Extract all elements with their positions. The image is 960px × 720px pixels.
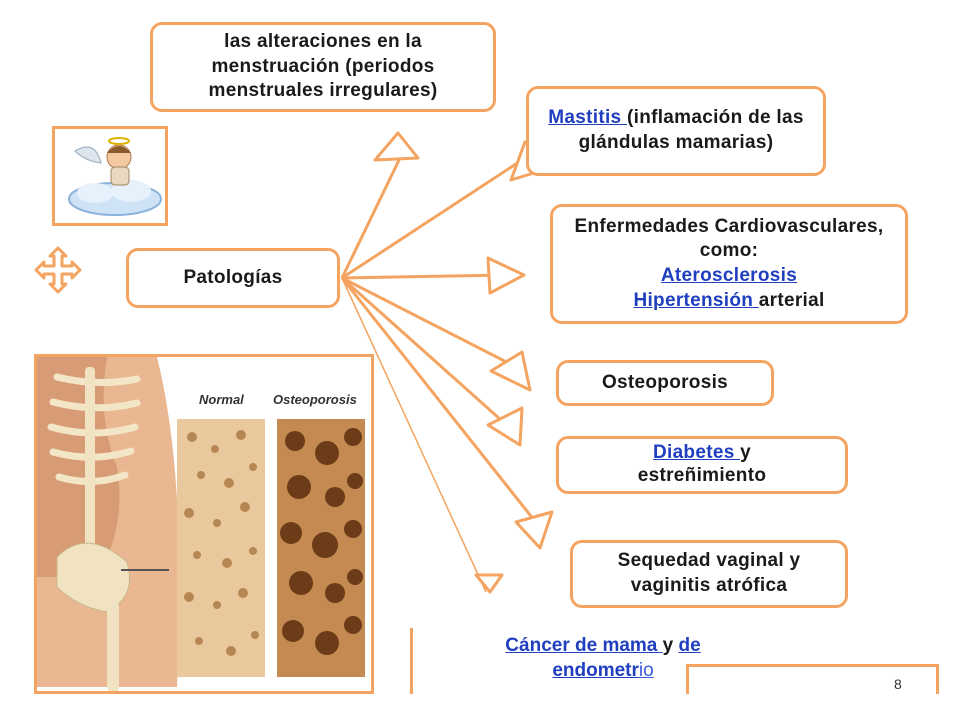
angel-on-cloud-icon: [68, 137, 162, 216]
diabetes-y: y: [740, 442, 752, 464]
four-way-arrow-icon: [34, 246, 82, 294]
divider-line-right: [936, 664, 939, 694]
node-patologias: Patologías: [126, 248, 340, 308]
node-cancer: Cáncer de mama y de endometrio: [448, 634, 758, 683]
angel-clipart: [52, 126, 168, 226]
sequedad-text: Sequedad vaginal y vaginitis atrófica: [617, 550, 801, 596]
divider-line-left: [410, 628, 413, 694]
node-sequedad: Sequedad vaginal y vaginitis atrófica: [570, 540, 848, 608]
normal-label: Normal: [199, 392, 244, 407]
hipertension-link[interactable]: Hipertensión: [633, 289, 759, 311]
cardio-heading: Enfermedades Cardiovasculares, como:: [574, 215, 884, 262]
menstruacion-text: las alteraciones en la menstruación (per…: [208, 30, 438, 102]
cancer-y: y: [662, 635, 674, 656]
mastitis-link[interactable]: Mastitis: [548, 107, 627, 129]
node-osteoporosis: Osteoporosis: [556, 360, 774, 406]
cancer-de-link[interactable]: de: [678, 635, 701, 656]
osteoporosis-label: Osteoporosis: [273, 392, 357, 407]
cardio-arterial: arterial: [758, 289, 825, 311]
diabetes-estrenimiento: estreñimiento: [637, 465, 767, 486]
patologias-text: Patologías: [183, 266, 283, 288]
cancer-mama-link[interactable]: Cáncer de mama: [505, 635, 663, 656]
cancer-io-link[interactable]: io: [638, 659, 654, 681]
node-menstruacion: las alteraciones en la menstruación (per…: [150, 22, 496, 112]
skeleton-bone-image: Normal Osteoporosis: [37, 357, 371, 691]
page-number: 8: [894, 676, 902, 692]
osteoporosis-text: Osteoporosis: [601, 371, 729, 393]
node-diabetes: Diabetes y estreñimiento: [556, 436, 848, 494]
osteoporosis-photo: Normal Osteoporosis: [34, 354, 374, 694]
divider-line-short: [686, 664, 689, 694]
divider-line-bottom: [686, 664, 938, 667]
aterosclerosis-link[interactable]: Aterosclerosis: [660, 265, 798, 286]
mastitis-desc: (inflamación de las glándulas mamarias): [578, 107, 804, 153]
node-mastitis: Mastitis (inflamación de las glándulas m…: [526, 86, 826, 176]
cancer-endometr-link[interactable]: endometr: [552, 659, 639, 681]
diabetes-link[interactable]: Diabetes: [652, 442, 741, 464]
node-cardiovasculares: Enfermedades Cardiovasculares, como: Ate…: [550, 204, 908, 324]
